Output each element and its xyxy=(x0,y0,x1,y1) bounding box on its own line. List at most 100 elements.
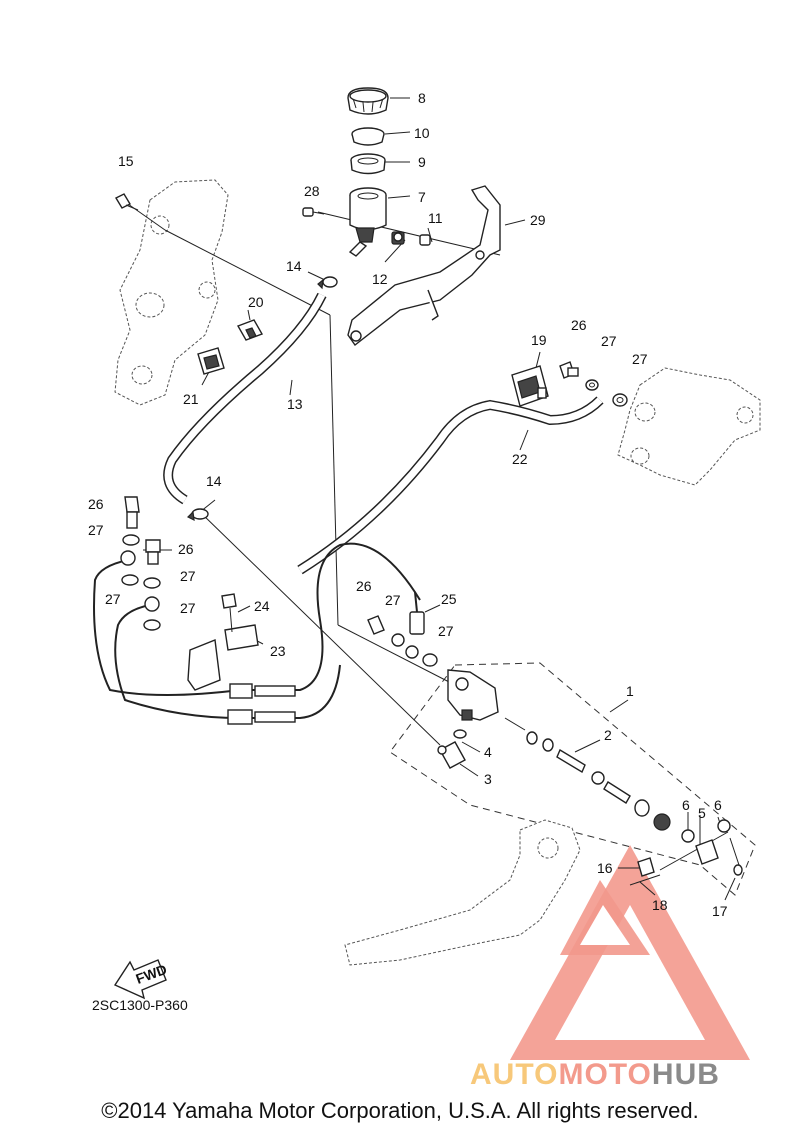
collar-12[interactable] xyxy=(391,231,405,245)
callout-7: 7 xyxy=(418,189,426,205)
callout-27b: 27 xyxy=(632,351,648,367)
washer-27-left-d[interactable] xyxy=(143,619,161,631)
assembly-1-boundary xyxy=(389,662,756,896)
callout-9: 9 xyxy=(418,154,426,170)
watermark-hub: HUB xyxy=(651,1058,720,1091)
callout-13: 13 xyxy=(287,396,303,412)
callout-26c: 26 xyxy=(178,541,194,557)
hose-clamp-14-upper[interactable] xyxy=(317,276,338,290)
watermark-moto: MOTO xyxy=(558,1058,652,1091)
callout-27e: 27 xyxy=(105,591,121,607)
callout-27f: 27 xyxy=(180,600,196,616)
callout-1: 1 xyxy=(626,683,634,699)
washer-27-left-c[interactable] xyxy=(143,577,161,589)
callout-18: 18 xyxy=(652,897,668,913)
master-cylinder-body[interactable] xyxy=(447,669,499,721)
o-ring-4[interactable] xyxy=(453,729,467,739)
brake-hose-25[interactable] xyxy=(409,591,425,635)
hose-holder-19[interactable] xyxy=(511,365,549,407)
callout-27d: 27 xyxy=(180,568,196,584)
reservoir-tank-7[interactable] xyxy=(348,187,387,257)
hose-clamp-21[interactable] xyxy=(197,347,225,375)
brake-pipe-left[interactable] xyxy=(93,542,421,725)
bolt-28[interactable] xyxy=(302,207,325,217)
callout-6b: 6 xyxy=(714,797,722,813)
callout-29: 29 xyxy=(530,212,546,228)
callout-27a: 27 xyxy=(601,333,617,349)
washer-27-middle-a[interactable] xyxy=(391,633,405,647)
washer-27-left-a[interactable] xyxy=(122,534,140,546)
callout-26d: 26 xyxy=(356,578,372,594)
watermark-text: AUTOMOTOHUB xyxy=(470,1058,720,1092)
callout-4: 4 xyxy=(484,744,492,760)
callout-23: 23 xyxy=(270,643,286,659)
callout-14a: 14 xyxy=(286,258,302,274)
callout-14b: 14 xyxy=(206,473,222,489)
washer-27-left-b[interactable] xyxy=(121,574,139,586)
callout-22: 22 xyxy=(512,451,528,467)
fwd-arrow-icon xyxy=(113,959,167,1000)
frame-bracket-left xyxy=(114,179,229,406)
callout-21: 21 xyxy=(183,391,199,407)
piston-kit-2[interactable] xyxy=(504,717,631,804)
clevis-5[interactable] xyxy=(695,839,719,865)
callout-24: 24 xyxy=(254,598,270,614)
reservoir-hose-13[interactable] xyxy=(163,292,327,505)
callout-26a: 26 xyxy=(571,317,587,333)
washer-27-middle-b[interactable] xyxy=(405,645,419,659)
nut-6a[interactable] xyxy=(681,829,695,843)
diagram-code: 2SC1300-P360 xyxy=(92,997,188,1013)
grommet-11[interactable] xyxy=(419,234,431,246)
brake-hose-22[interactable] xyxy=(297,396,604,575)
callout-27g: 27 xyxy=(385,592,401,608)
watermark-auto: AUTO xyxy=(470,1058,559,1091)
callout-5: 5 xyxy=(698,805,706,821)
diaphragm-9[interactable] xyxy=(350,153,386,175)
callout-20: 20 xyxy=(248,294,264,310)
callout-26b: 26 xyxy=(88,496,104,512)
callout-17: 17 xyxy=(712,903,728,919)
callout-3: 3 xyxy=(484,771,492,787)
washer-27-middle-c[interactable] xyxy=(422,653,438,667)
washer-27-right-a[interactable] xyxy=(585,379,599,391)
reservoir-bracket-29[interactable] xyxy=(347,185,501,347)
union-bolt-26-left-a[interactable] xyxy=(124,496,140,529)
callout-2: 2 xyxy=(604,727,612,743)
clevis-pin-16[interactable] xyxy=(637,857,655,877)
callout-10: 10 xyxy=(414,125,430,141)
watermark-logo xyxy=(510,845,750,1060)
hose-joint-3[interactable] xyxy=(437,741,466,769)
pipe-bracket-23[interactable] xyxy=(187,624,259,691)
callout-27h: 27 xyxy=(438,623,454,639)
washer-17[interactable] xyxy=(733,864,743,876)
nut-6b[interactable] xyxy=(717,819,731,833)
cotter-pin-18[interactable] xyxy=(629,874,661,886)
callout-12: 12 xyxy=(372,271,388,287)
callout-labels: 8 10 9 28 7 11 29 12 15 14 20 21 13 14 1… xyxy=(88,90,728,919)
callout-6a: 6 xyxy=(682,797,690,813)
union-bolt-26-left-b[interactable] xyxy=(145,539,161,565)
washer-27-right-b[interactable] xyxy=(612,393,628,407)
snap-ring[interactable] xyxy=(634,799,650,817)
union-bolt-26-middle[interactable] xyxy=(367,615,385,635)
caliper-bracket-right xyxy=(617,367,761,486)
bolt-15[interactable] xyxy=(115,193,139,211)
callout-27c: 27 xyxy=(88,522,104,538)
callout-15: 15 xyxy=(118,153,134,169)
callout-11: 11 xyxy=(428,210,443,226)
callout-28: 28 xyxy=(304,183,320,199)
reservoir-cap-8[interactable] xyxy=(347,87,389,115)
union-bolt-26-right[interactable] xyxy=(559,361,579,379)
diaphragm-plate-10[interactable] xyxy=(351,127,385,146)
pipe-eye-fittings xyxy=(120,550,160,612)
hose-clamp-20[interactable] xyxy=(236,319,264,341)
callout-25: 25 xyxy=(441,591,457,607)
boot[interactable] xyxy=(653,813,671,831)
callout-8: 8 xyxy=(418,90,426,106)
hose-clamp-14-lower[interactable] xyxy=(186,508,209,522)
bolt-24[interactable] xyxy=(221,593,237,633)
callout-16: 16 xyxy=(597,860,613,876)
copyright-notice: ©2014 Yamaha Motor Corporation, U.S.A. A… xyxy=(101,1098,699,1123)
callout-19: 19 xyxy=(531,332,547,348)
